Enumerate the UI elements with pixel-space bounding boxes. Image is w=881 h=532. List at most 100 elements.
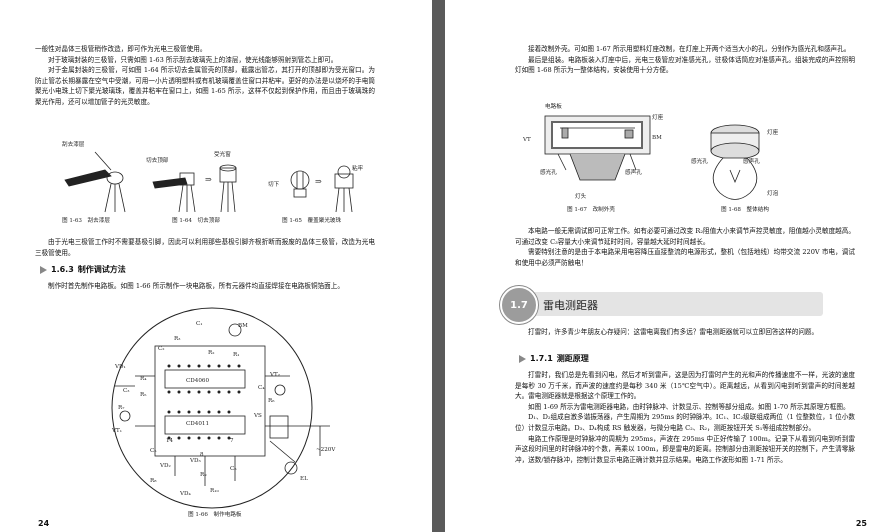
paragraph: 制作时首先制作电路板。如图 1-66 所示制作一块电路板，所有元器件均直接焊接在… (48, 282, 344, 290)
section-title: 测距原理 (556, 354, 589, 363)
caption-fig68: 图 1-68 整体结构 (721, 207, 769, 213)
paragraph: 最后是组装。电路板装入灯座中后，光电三极管应对准感光孔，驻极体话筒应对准感声孔。… (515, 55, 855, 75)
fig65-drawing: ⇒ (290, 165, 354, 213)
figures-67-68 (544, 115, 760, 200)
circuit-board-drawing (111, 307, 330, 509)
board-label-vs: VS (254, 413, 262, 419)
board-label-r6: R₆ (268, 398, 275, 404)
fig67-label-sound-hole: 感声孔 (625, 170, 642, 176)
book-gutter (432, 0, 445, 532)
board-label-c5: C₅ (150, 448, 157, 454)
board-label-r8: R₈ (150, 478, 157, 484)
fig68-drawing (710, 124, 760, 200)
board-label-r4: R₄ (140, 376, 147, 382)
fig67-label-bm: BM (652, 135, 662, 141)
section-number: 1.6.3 (51, 265, 74, 274)
paragraph: 对于金属封装的三极管，可如图 1-64 所示切去金属管壳的顶部，截露出管芯，其打… (35, 66, 375, 106)
label-cut: 切下 (268, 182, 280, 188)
board-label-pin14: 14 (166, 438, 174, 444)
section-title: 制作调试方法 (77, 265, 126, 274)
fig67-label-vt: VT (523, 137, 531, 143)
section-number: 1.7.1 (530, 354, 553, 363)
svg-text:⇒: ⇒ (315, 177, 322, 186)
svg-text:⇒: ⇒ (205, 175, 212, 184)
paragraph: D₁、D₂组成自激多谐振荡器，产生周期为 295ms 的时钟脉冲。IC₁、IC₂… (515, 413, 855, 432)
board-label-pin7: 7 (230, 438, 234, 444)
page-number-right: 25 (855, 519, 867, 528)
fig67-label-light-hole: 感光孔 (540, 170, 557, 176)
board-label-bm: BM (238, 323, 248, 329)
fig68-label-bulb: 灯泡 (767, 191, 779, 197)
section-heading-1-7-1: 1.7.1 测距原理 (519, 353, 589, 364)
board-label-vd3: VD₃ (190, 458, 201, 464)
fig63-drawing (64, 151, 126, 213)
caption-fig65: 图 1-65 覆盖聚光玻珠 (282, 218, 342, 224)
board-label-el: EL (300, 476, 308, 482)
label-light-window: 受光窗 (214, 152, 231, 158)
board-label-r10: R₁₀ (210, 488, 219, 494)
chapter-number: 1.7 (500, 286, 538, 324)
paragraph: 由于光电三极管工作时不需要基极引脚，因此可以利用那些基极引脚齐根折断而报废的晶体… (35, 238, 375, 257)
left-intro-text: 一般性对晶体三极管稍作改造，即可作为光电三极管使用。 对于玻璃封装的三极管，只需… (35, 44, 375, 108)
fig67-label-lamp-head: 灯头 (575, 194, 587, 200)
arrow-icon (519, 354, 526, 363)
page-number-left: 24 (38, 519, 50, 528)
board-label-c2: C₂ (158, 346, 165, 352)
board-label-c6: C₆ (230, 466, 237, 472)
caption-fig66: 图 1-66 制作电路板 (188, 512, 242, 518)
left-para-section: 制作时首先制作电路板。如图 1-66 所示制作一块电路板，所有元器件均直接焊接在… (35, 281, 375, 292)
board-label-vd4: VD₄ (180, 491, 191, 497)
board-label-ic1: CD4060 (186, 378, 210, 384)
board-label-vd1: VD₁ (115, 364, 126, 370)
board-label-vt2: VT₂ (270, 372, 281, 378)
paragraph: 如图 1-69 所示为雷电测距器电路，由时钟脉冲、计数显示、控制等部分组成。如图… (528, 402, 850, 411)
fig64-drawing: ⇒ (152, 164, 237, 213)
left-page: 一般性对晶体三极管稍作改造，即可作为光电三极管使用。 对于玻璃封装的三极管，只需… (0, 0, 432, 532)
paragraph: 需要特别注意的是由于本电路采用电容降压直接整流的电源形式，整机（包括地线）均带交… (515, 248, 855, 267)
fig67-label-socket: 灯座 (652, 115, 664, 121)
board-label-pin8: 8 (200, 452, 204, 458)
board-label-r1: R₁ (233, 352, 240, 358)
section-heading-1-6-3: 1.6.3 制作调试方法 (40, 264, 126, 275)
caption-fig63: 图 1-63 刮去漆层 (62, 218, 110, 224)
board-label-r3: R₃ (174, 336, 181, 342)
label-cut-top: 切去顶部 (146, 158, 169, 164)
board-label-c3: C₃ (123, 388, 130, 394)
paragraph: 打雷时，许多青少年朋友心存疑问：这雷电离我们有多远？雷电测距器就可以立即回答这样… (528, 328, 819, 336)
fig68-label-socket: 灯座 (767, 130, 779, 136)
paragraph: 本电路一般无需调试即可正常工作。如有必要可通过改变 R₂阻值大小来调节声控灵敏度… (515, 227, 855, 246)
right-intro-text: 接着改制外壳。可如图 1-67 所示用塑料灯座改制，在灯座上开两个适当大小的孔，… (515, 44, 855, 76)
arrow-icon (40, 265, 47, 274)
chapter-banner (503, 292, 823, 316)
board-label-c1: C₁ (196, 321, 203, 327)
paragraph: 电路工作原理是时钟脉冲的周期为 295ms，声波在 295ms 中正好传输了 1… (515, 434, 855, 464)
board-label-r9: R₉ (200, 472, 207, 478)
fig68-label-sound-hole: 感声孔 (743, 159, 760, 165)
label-glue: 粘牢 (352, 166, 364, 172)
board-label-c4: C₄ (258, 385, 265, 391)
right-page: 接着改制外壳。可如图 1-67 所示用塑料灯座改制，在灯座上开两个适当大小的孔，… (445, 0, 881, 532)
board-label-ic2: CD4011 (186, 421, 210, 427)
fig68-label-light-hole: 感光孔 (691, 159, 708, 165)
figures-63-65: ⇒ ⇒ (64, 151, 354, 213)
board-label-vt1: VT₁ (112, 428, 123, 434)
right-chapter-intro: 打雷时，许多青少年朋友心存疑问：这雷电离我们有多远？雷电测距器就可以立即回答这样… (515, 327, 855, 338)
caption-fig64: 图 1-64 切去顶部 (172, 218, 220, 224)
right-mid-text: 本电路一般无需调试即可正常工作。如有必要可通过改变 R₂阻值大小来调节声控灵敏度… (515, 226, 855, 268)
label-scrape: 刮去漆层 (62, 142, 85, 148)
chapter-title: 雷电测距器 (543, 299, 598, 312)
caption-fig67: 图 1-67 改制外壳 (567, 207, 615, 213)
fig67-label-board: 电路板 (545, 104, 562, 110)
board-label-r5: R₅ (140, 392, 147, 398)
right-end-text: 打雷时，我们总是先看到闪电，然后才听到雷声，这是因为打雷时产生的光和声的传播速度… (515, 370, 855, 465)
board-label-ac: ~220V (316, 447, 336, 453)
paragraph: 打雷时，我们总是先看到闪电，然后才听到雷声，这是因为打雷时产生的光和声的传播速度… (515, 371, 855, 401)
board-label-r7: R₇ (118, 405, 125, 411)
left-para-after-fig: 由于光电三极管工作时不需要基极引脚，因此可以利用那些基极引脚齐根折断而报废的晶体… (35, 237, 375, 258)
paragraph: 对于玻璃封装的三极管，只需如图 1-63 所示刮去玻璃壳上的漆层，使光线能够照射… (48, 55, 338, 64)
paragraph: 一般性对晶体三极管稍作改造，即可作为光电三极管使用。 (35, 45, 207, 53)
paragraph: 接着改制外壳。可如图 1-67 所示用塑料灯座改制，在灯座上开两个适当大小的孔，… (528, 45, 851, 53)
board-label-r2: R₂ (208, 350, 215, 356)
board-label-vd2: VD₂ (160, 463, 171, 469)
fig67-drawing (544, 115, 651, 181)
